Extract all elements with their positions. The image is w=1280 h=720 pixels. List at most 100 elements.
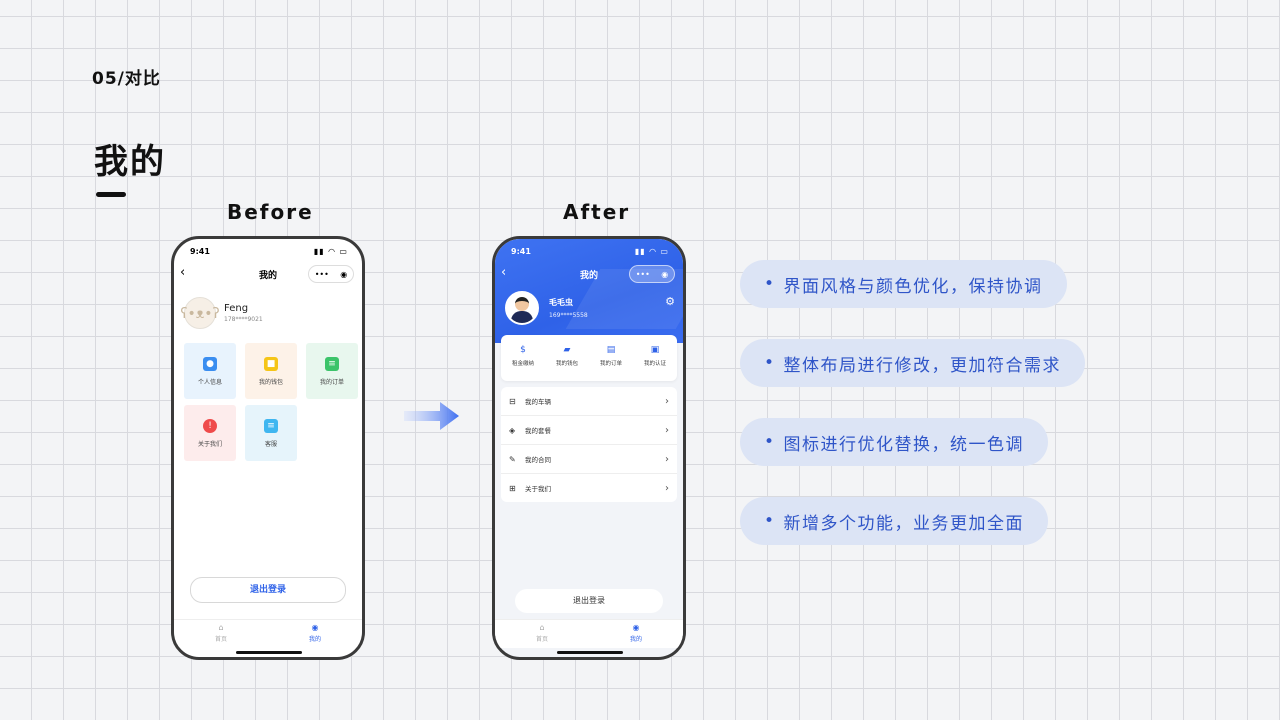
list-item-label: 关于我们 — [525, 485, 551, 493]
quick-action-label: 租金缴纳 — [511, 361, 534, 367]
note-text: 界面风格与颜色优化，保持协调 — [783, 276, 1043, 297]
before-label: Before — [227, 200, 314, 224]
after-label: After — [563, 200, 631, 224]
tab-bar: ⌂ 首页 ◉ 我的 — [174, 619, 362, 648]
close-target-icon[interactable]: ◉ — [340, 269, 348, 279]
quick-action-label: 我的订单 — [599, 361, 622, 367]
quick-action-wallet[interactable]: ▰ 我的钱包 — [545, 335, 589, 381]
arrow-right-icon — [404, 402, 459, 430]
list-item-label: 我的套餐 — [525, 427, 551, 435]
list-item-about-us[interactable]: ⊞ 关于我们 › — [501, 474, 677, 502]
tile-label: 客服 — [264, 441, 277, 448]
gear-icon[interactable]: ⚙ — [665, 295, 675, 308]
tile-orders[interactable]: ≡ 我的订单 — [306, 343, 358, 399]
avatar[interactable] — [505, 291, 539, 325]
menu-list: ⊟ 我的车辆 › ◈ 我的套餐 › ✎ 我的合同 › ⊞ 关于我们 › — [501, 387, 677, 502]
quick-action-orders[interactable]: ▤ 我的订单 — [589, 335, 633, 381]
list-item-my-vehicle[interactable]: ⊟ 我的车辆 › — [501, 387, 677, 416]
quick-action-label: 我的认证 — [643, 361, 666, 367]
tile-label: 我的订单 — [319, 379, 344, 386]
note-pill: • 图标进行优化替换，统一色调 — [740, 418, 1049, 466]
money-bag-icon: $ — [520, 345, 526, 355]
tab-home[interactable]: ⌂ 首页 — [495, 620, 589, 648]
list-item-my-contract[interactable]: ✎ 我的合同 › — [501, 445, 677, 474]
person-circle-icon: ◉ — [311, 623, 319, 632]
quick-action-verification[interactable]: ▣ 我的认证 — [633, 335, 677, 381]
person-circle-icon: ◉ — [632, 623, 640, 632]
chevron-right-icon: › — [665, 482, 669, 494]
tab-label: 首页 — [535, 636, 548, 643]
title-underline — [96, 192, 126, 197]
nav-bar: ‹ 我的 ••• ◉ — [495, 263, 683, 285]
note-text: 图标进行优化替换，统一色调 — [783, 434, 1025, 455]
mini-program-capsule[interactable]: ••• ◉ — [629, 265, 675, 283]
tab-bar: ⌂ 首页 ◉ 我的 — [495, 619, 683, 648]
tab-label: 我的 — [629, 636, 642, 643]
list-item-label: 我的合同 — [525, 456, 551, 464]
pen-icon: ✎ — [509, 454, 516, 464]
clipboard-icon: ▤ — [606, 345, 616, 355]
user-phone: 178****9021 — [224, 316, 263, 323]
signal-wifi-battery-icon: ▮▮ ◠ ▭ — [313, 247, 348, 256]
tab-mine[interactable]: ◉ 我的 — [589, 620, 683, 648]
id-card-icon: ▣ — [650, 345, 660, 355]
chevron-right-icon: › — [665, 453, 669, 465]
home-icon: ⌂ — [539, 623, 545, 632]
status-bar: 9:41 ▮▮ ◠ ▭ — [511, 247, 669, 256]
after-phone: 9:41 ▮▮ ◠ ▭ ‹ 我的 ••• ◉ 毛毛虫 169****5558 ⚙… — [492, 236, 686, 660]
bullet-icon: • — [764, 511, 776, 531]
more-icon[interactable]: ••• — [314, 269, 329, 279]
nav-title: 我的 — [258, 271, 277, 281]
close-target-icon[interactable]: ◉ — [661, 269, 669, 279]
home-indicator — [557, 651, 623, 654]
wallet-icon: ■ — [264, 357, 278, 371]
alert-icon: ! — [203, 419, 217, 433]
car-icon: ⊟ — [509, 396, 516, 406]
signal-wifi-battery-icon: ▮▮ ◠ ▭ — [634, 247, 669, 256]
wallet-icon: ▰ — [563, 345, 571, 355]
note-text: 整体布局进行修改，更加符合需求 — [783, 355, 1062, 376]
bullet-icon: • — [764, 353, 776, 373]
tile-label: 关于我们 — [197, 441, 222, 448]
chevron-right-icon: › — [665, 424, 669, 436]
nav-title: 我的 — [579, 271, 598, 281]
page-title: 我的 — [94, 142, 166, 182]
quick-actions-card: $ 租金缴纳 ▰ 我的钱包 ▤ 我的订单 ▣ 我的认证 — [501, 335, 677, 381]
user-profile[interactable]: ʕ•ᴥ•ʔ Feng 178****9021 — [180, 297, 263, 329]
section-label: 05/对比 — [92, 69, 161, 89]
note-pill: • 界面风格与颜色优化，保持协调 — [740, 260, 1067, 308]
before-phone: 9:41 ▮▮ ◠ ▭ ‹ 我的 ••• ◉ ʕ•ᴥ•ʔ Feng 178***… — [171, 236, 365, 660]
tab-label: 我的 — [308, 636, 321, 643]
layers-icon: ◈ — [509, 425, 516, 435]
tile-personal-info[interactable]: ● 个人信息 — [184, 343, 236, 399]
chevron-right-icon: › — [665, 395, 669, 407]
status-time: 9:41 — [190, 247, 210, 256]
logout-button[interactable]: 退出登录 — [515, 589, 663, 613]
quick-action-label: 我的钱包 — [555, 361, 578, 367]
tile-wallet[interactable]: ■ 我的钱包 — [245, 343, 297, 399]
bullet-icon: • — [764, 274, 776, 294]
user-profile[interactable]: 毛毛虫 169****5558 — [505, 291, 588, 325]
tile-customer-service[interactable]: ≡ 客服 — [245, 405, 297, 461]
order-icon: ≡ — [325, 357, 339, 371]
user-phone: 169****5558 — [549, 312, 588, 319]
avatar[interactable]: ʕ•ᴥ•ʔ — [180, 297, 220, 329]
status-time: 9:41 — [511, 247, 531, 256]
tab-home[interactable]: ⌂ 首页 — [174, 620, 268, 648]
more-icon[interactable]: ••• — [635, 269, 650, 279]
tile-about-us[interactable]: ! 关于我们 — [184, 405, 236, 461]
note-pill: • 整体布局进行修改，更加符合需求 — [740, 339, 1086, 387]
bullet-icon: • — [764, 432, 776, 452]
back-icon[interactable]: ‹ — [501, 265, 507, 280]
note-text: 新增多个功能，业务更加全面 — [783, 513, 1025, 534]
nav-bar: ‹ 我的 ••• ◉ — [174, 263, 362, 285]
back-icon[interactable]: ‹ — [180, 265, 186, 280]
list-item-my-plan[interactable]: ◈ 我的套餐 › — [501, 416, 677, 445]
home-indicator — [236, 651, 302, 654]
user-name: 毛毛虫 — [549, 298, 573, 307]
tab-mine[interactable]: ◉ 我的 — [268, 620, 362, 648]
quick-action-rent-payment[interactable]: $ 租金缴纳 — [501, 335, 545, 381]
logout-button[interactable]: 退出登录 — [190, 577, 346, 603]
tile-label: 我的钱包 — [258, 379, 283, 386]
mini-program-capsule[interactable]: ••• ◉ — [308, 265, 354, 283]
